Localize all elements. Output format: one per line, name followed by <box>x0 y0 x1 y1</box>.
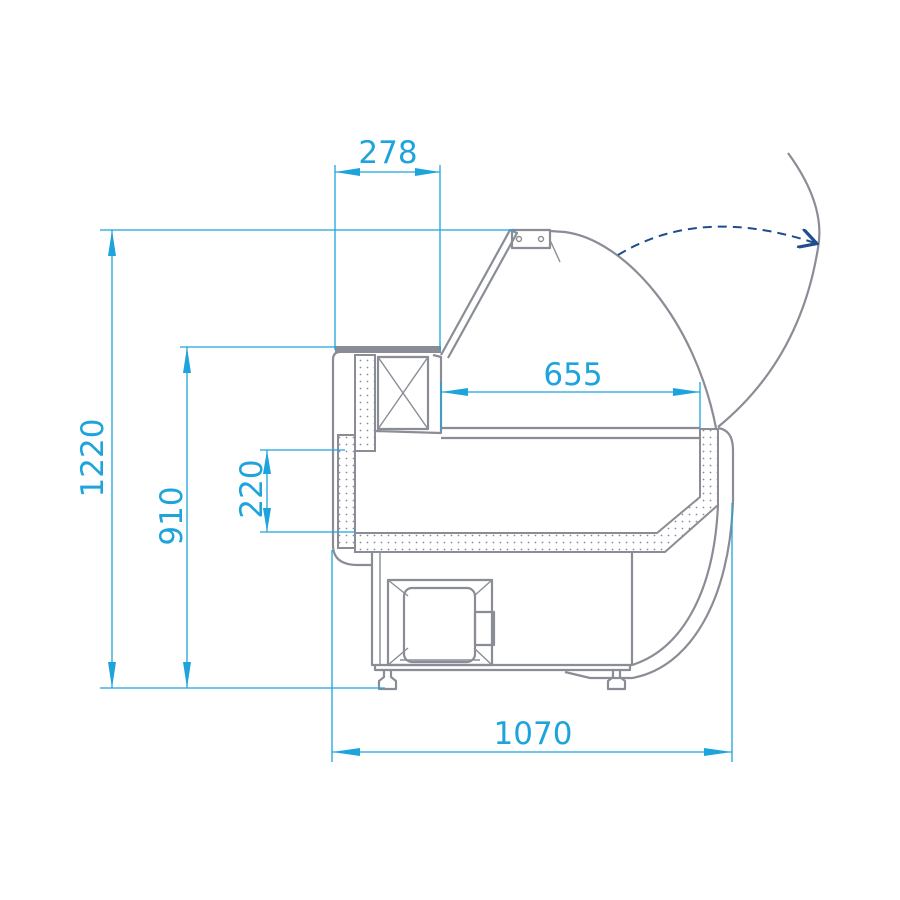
dimension-display-depth: 655 <box>440 357 701 430</box>
dimension-counter-height: 910 <box>154 346 335 688</box>
dimension-label-910: 910 <box>154 486 190 545</box>
glass-opening-arc <box>617 225 815 256</box>
glass-hinge <box>510 228 561 263</box>
storage-box <box>374 353 443 435</box>
front-glass-open <box>717 152 821 428</box>
machine-compartment <box>370 553 634 672</box>
dimension-front-panel: 220 <box>234 449 355 533</box>
dimension-total-depth: 1070 <box>331 503 733 762</box>
dimension-top-shelf: 278 <box>334 135 441 350</box>
dimension-label-655: 655 <box>543 357 602 393</box>
dimension-label-278: 278 <box>358 135 417 171</box>
dimension-label-1070: 1070 <box>494 716 573 752</box>
top-shelf <box>335 346 441 353</box>
rear-insulation-lower <box>337 434 356 549</box>
display-shelf <box>441 426 700 440</box>
dimension-label-220: 220 <box>234 459 270 518</box>
base-insulation <box>354 428 719 553</box>
counter-body <box>331 152 821 691</box>
rear-insulation-upper <box>354 354 376 452</box>
compressor-icon <box>402 586 477 664</box>
rear-wall <box>331 350 372 567</box>
front-glass-closed <box>549 229 718 429</box>
dimension-label-1220: 1220 <box>75 419 111 498</box>
dimension-total-height: 1220 <box>75 229 515 689</box>
front-panel-inner <box>631 504 720 667</box>
rear-glass <box>440 228 519 359</box>
front-panel-outer <box>564 426 735 680</box>
feet <box>377 670 627 691</box>
